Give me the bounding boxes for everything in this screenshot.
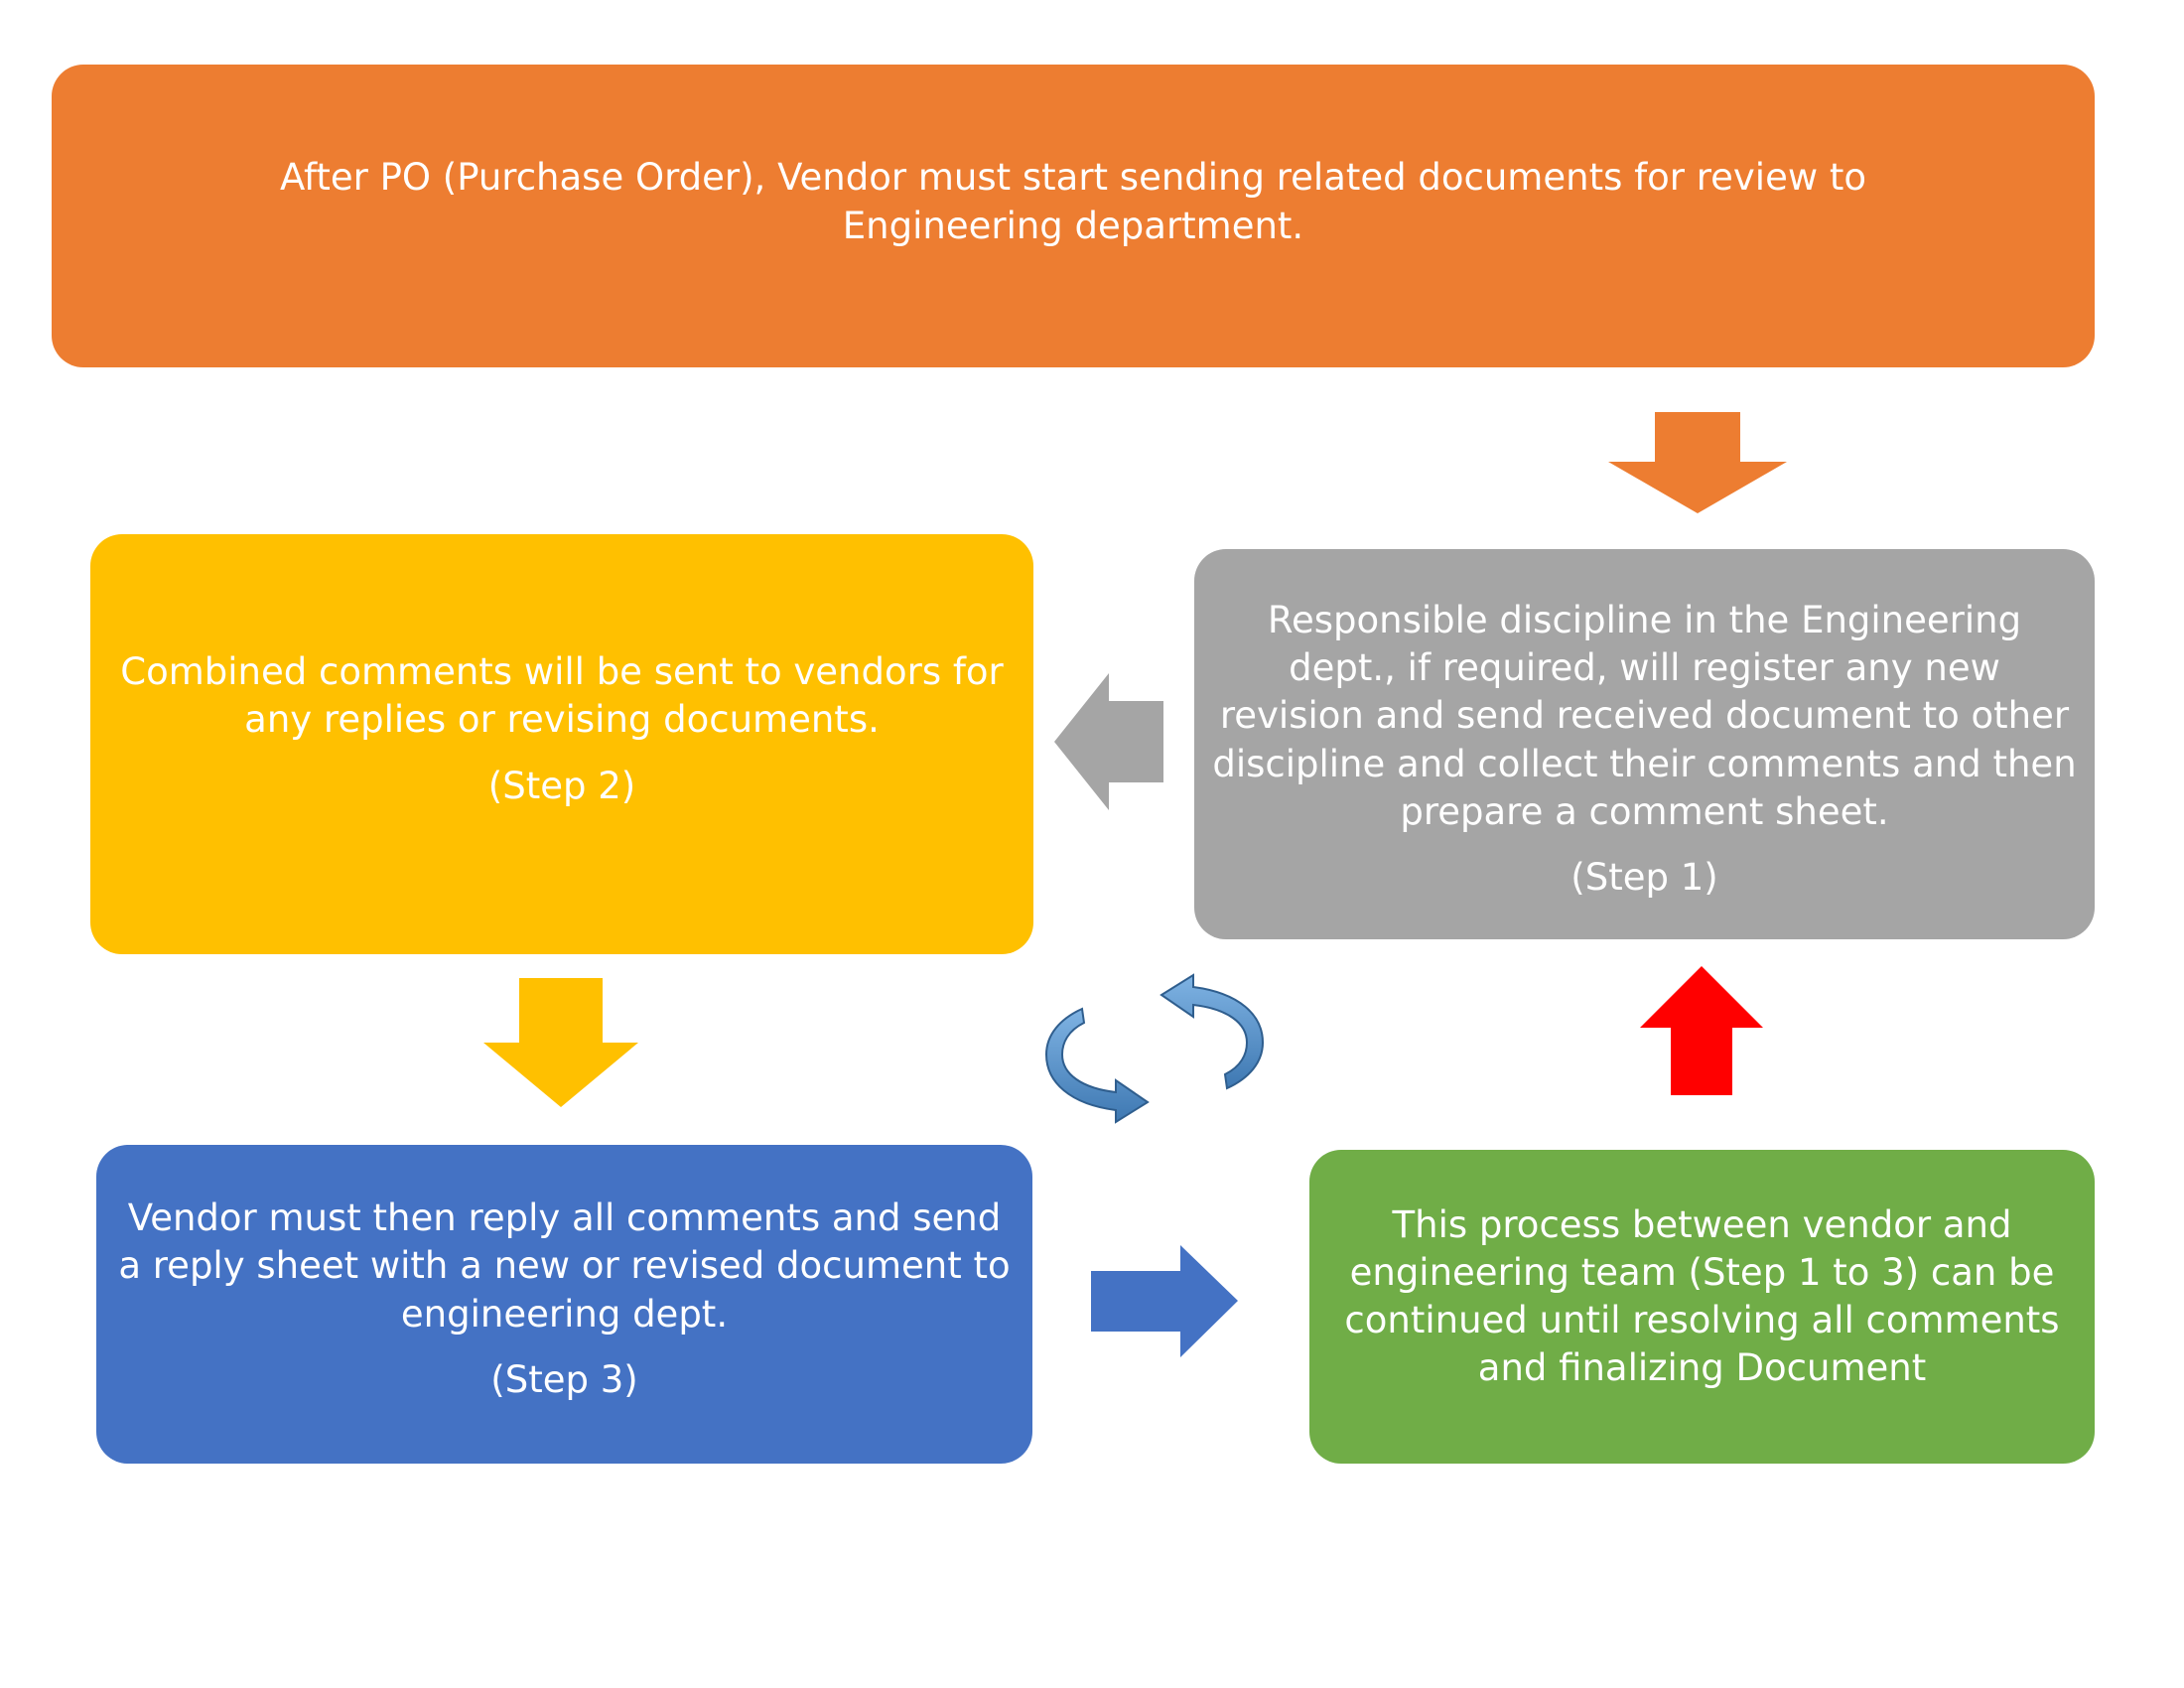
arrow-left-gray-icon (1054, 673, 1163, 810)
step2-label: (Step 2) (487, 764, 636, 807)
step3-label: (Step 3) (490, 1357, 638, 1401)
process-loop-box: This process between vendor and engineer… (1309, 1150, 2095, 1464)
step1-box: Responsible discipline in the Engineerin… (1194, 549, 2095, 939)
arrow-down-orange-icon (1608, 412, 1787, 513)
step3-text: Vendor must then reply all comments and … (118, 1196, 1011, 1336)
circular-arrows-icon (1044, 973, 1265, 1124)
arrow-up-red-icon (1640, 966, 1763, 1095)
process-loop-text: This process between vendor and engineer… (1344, 1202, 2060, 1390)
step2-box: Combined comments will be sent to vendor… (90, 534, 1033, 954)
po-vendor-documents-text: After PO (Purchase Order), Vendor must s… (279, 156, 1867, 247)
step1-text: Responsible discipline in the Engineerin… (1212, 599, 2077, 833)
step3-box: Vendor must then reply all comments and … (96, 1145, 1032, 1464)
step2-text: Combined comments will be sent to vendor… (120, 650, 1004, 742)
arrow-right-blue-icon (1091, 1245, 1238, 1357)
po-vendor-documents-box: After PO (Purchase Order), Vendor must s… (52, 65, 2095, 367)
step1-label: (Step 1) (1570, 855, 1718, 899)
arrow-down-yellow-icon (483, 978, 638, 1107)
